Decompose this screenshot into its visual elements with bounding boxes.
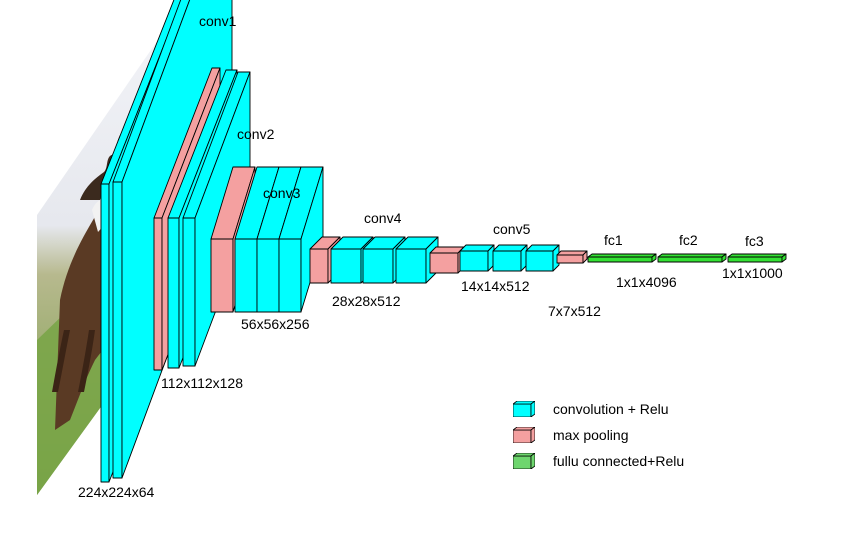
conv3-block-3 [278, 166, 324, 313]
conv2-block-1-front [167, 217, 180, 369]
conv-swatch [511, 400, 537, 418]
fc3-name: fc3 [745, 233, 764, 249]
fc1-name: fc1 [604, 232, 623, 248]
conv3-block-3-front [278, 238, 302, 313]
fc3-size: 1x1x1000 [722, 265, 783, 281]
pool5-size: 7x7x512 [548, 303, 601, 319]
conv1-size: 224x224x64 [78, 484, 155, 500]
conv1-block-2-front [112, 181, 123, 479]
fc1-block-side [651, 253, 657, 263]
conv5-block-2-front [492, 250, 522, 272]
legend: convolution + Relu max pooling fullu con… [511, 396, 753, 474]
fc2-block-front [657, 256, 723, 263]
conv2-block-2-front [182, 217, 196, 367]
fc3-block-front [727, 256, 783, 263]
pool2-block-front [210, 238, 234, 313]
conv1-name: conv1 [199, 13, 237, 29]
conv5-block-2 [492, 244, 528, 272]
fc3-block-side [781, 253, 787, 263]
fc2-block [657, 253, 727, 263]
conv5-block-3 [525, 244, 560, 272]
conv4-name: conv4 [364, 210, 402, 226]
fc1-block-top [587, 253, 657, 258]
conv5-block-3-side [552, 244, 560, 272]
conv1-block-1-front [100, 183, 110, 483]
pool3-block-front [309, 248, 329, 284]
fc2-name: fc2 [679, 232, 698, 248]
pool4-block [429, 246, 465, 274]
pool5-block-front [556, 254, 584, 264]
conv5-size: 14x14x512 [461, 278, 530, 294]
conv5-block-3-front [525, 250, 554, 272]
pool4-block-front [429, 252, 459, 274]
pool-swatch [511, 426, 537, 444]
fc3-block [727, 253, 787, 263]
conv5-block-1-front [459, 250, 489, 272]
fc2-block-side [721, 253, 727, 263]
legend-item-fc: fullu connected+Relu [511, 448, 753, 474]
conv3-block-1-front [234, 238, 258, 313]
conv4-block-3-front [395, 248, 427, 284]
fc3-block-top [727, 253, 787, 258]
fc1-block [587, 253, 657, 263]
conv3-name: conv3 [263, 185, 301, 201]
conv5-name: conv5 [493, 221, 531, 237]
legend-item-pool: max pooling [511, 422, 753, 448]
pool5-block-side [582, 250, 588, 264]
fc1-block-front [587, 256, 653, 263]
fc-swatch [511, 452, 537, 470]
fc2-block-top [657, 253, 727, 258]
pool1-block-front [153, 217, 163, 371]
layer-blocks [100, 0, 787, 483]
conv3-size: 56x56x256 [241, 316, 310, 332]
conv1-block-2-top [112, 0, 191, 183]
legend-label-fc: fullu connected+Relu [553, 453, 685, 469]
legend-label-pool: max pooling [553, 427, 629, 443]
conv5-block-1-side [487, 244, 495, 272]
pool5-block-top [556, 250, 588, 256]
conv4-size: 28x28x512 [332, 293, 401, 309]
legend-label-conv: convolution + Relu [553, 401, 669, 417]
conv3-block-2-front [256, 238, 280, 313]
pool5-block [556, 250, 588, 264]
conv4-block-2-front [362, 248, 394, 284]
conv4-block-1-front [330, 248, 362, 284]
conv2-name: conv2 [237, 126, 275, 142]
legend-item-conv: convolution + Relu [511, 396, 753, 422]
conv2-size: 112x112x128 [161, 375, 243, 391]
conv5-block-1 [459, 244, 495, 272]
fc1-size: 1x1x4096 [616, 274, 677, 290]
conv5-block-2-side [520, 244, 528, 272]
conv1-block-1-top [100, 0, 183, 185]
